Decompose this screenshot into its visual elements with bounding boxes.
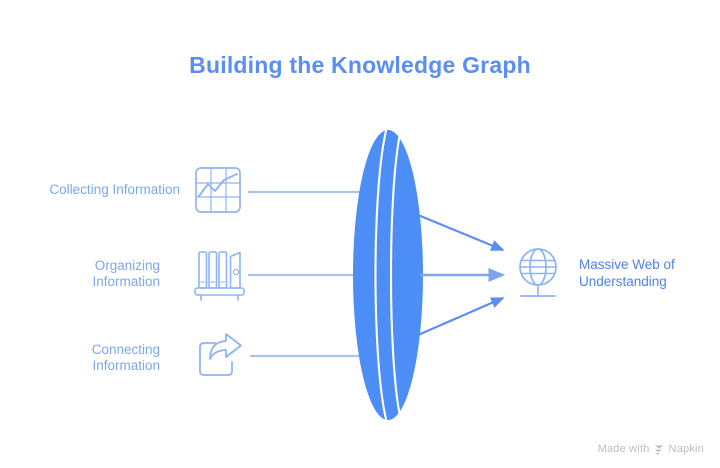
input-label-connecting-line1: Connecting bbox=[91, 342, 160, 357]
watermark-prefix: Made with bbox=[597, 443, 650, 455]
output-label-line2: Understanding bbox=[579, 274, 667, 289]
arrow-lens-to-globe-upper bbox=[417, 214, 505, 251]
output-label: Massive Web of Understanding bbox=[579, 256, 719, 290]
knowledge-graph-lens bbox=[353, 129, 423, 421]
watermark-brand: Napkin bbox=[668, 443, 704, 455]
globe-icon bbox=[519, 248, 557, 297]
napkin-logo-icon bbox=[654, 444, 665, 455]
arrow-lens-to-globe-lower bbox=[417, 297, 505, 336]
input-label-organizing-line1: Organizing bbox=[94, 258, 160, 273]
input-label-organizing: Organizing Information bbox=[0, 258, 160, 290]
chart-grid-icon bbox=[195, 167, 241, 213]
watermark: Made with Napkin bbox=[598, 443, 704, 455]
input-label-connecting: Connecting Information bbox=[0, 342, 160, 374]
input-label-organizing-line2: Information bbox=[92, 274, 160, 289]
input-label-collecting: Collecting Information bbox=[49, 182, 180, 197]
books-shelf-icon bbox=[194, 251, 245, 301]
output-label-line1: Massive Web of bbox=[579, 257, 675, 272]
input-label-connecting-line2: Information bbox=[92, 358, 160, 373]
share-arrow-icon bbox=[199, 333, 242, 376]
page-title: Building the Knowledge Graph bbox=[189, 52, 531, 78]
